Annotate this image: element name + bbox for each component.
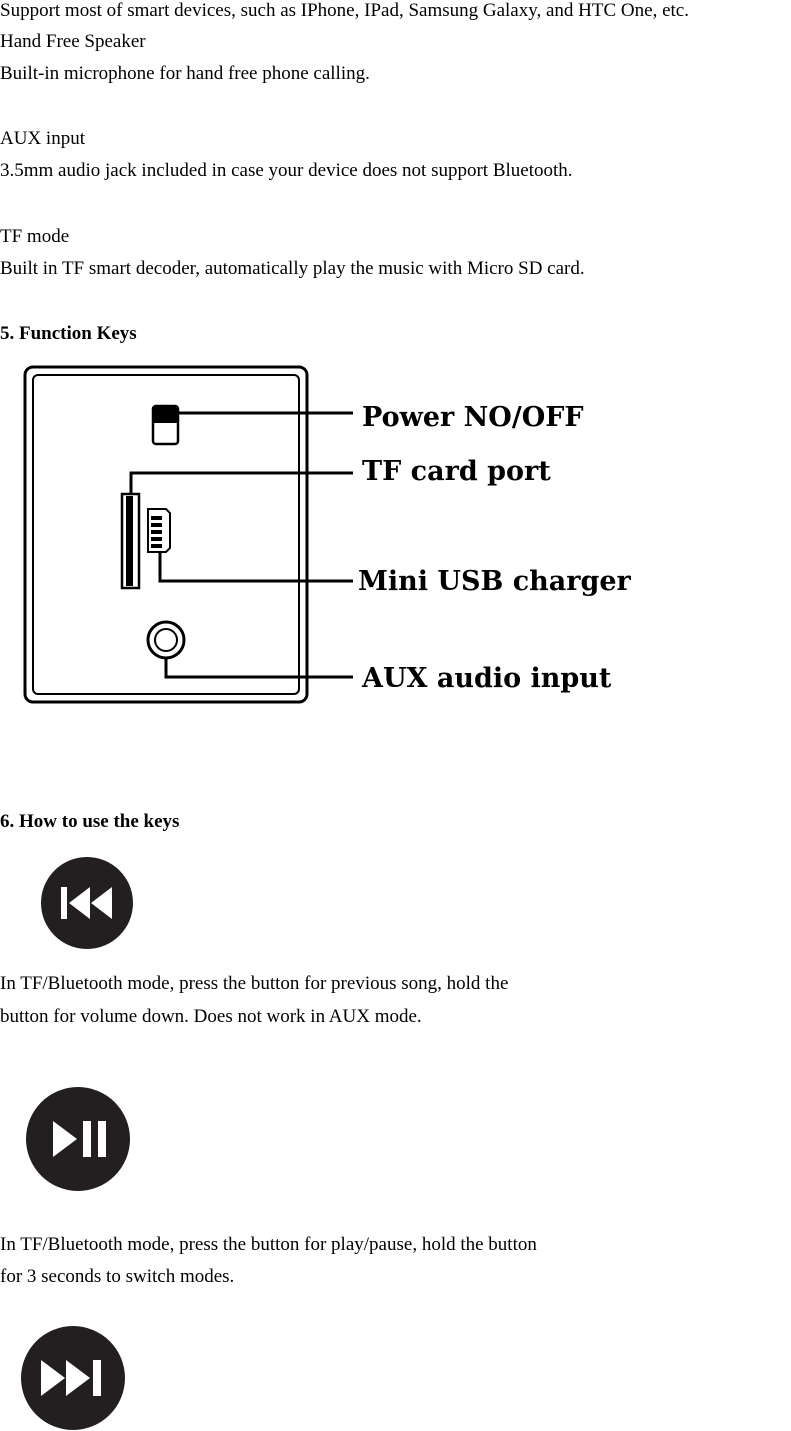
mini-usb-port-icon [147,508,171,553]
label-usb: Mini USB charger [358,566,632,597]
hands-free-text: Built-in microphone for hand free phone … [0,63,370,84]
tf-title: TF mode [0,226,70,247]
tf-text: Built in TF smart decoder, automatically… [0,258,585,279]
usb-leader-line [158,552,353,583]
panel-inner-frame [32,374,300,695]
support-text: Support most of smart devices, such as I… [0,0,689,21]
previous-key-text-1: In TF/Bluetooth mode, press the button f… [0,973,509,994]
label-aux: AUX audio input [361,663,612,694]
previous-key-text-2: button for volume down. Does not work in… [0,1006,422,1027]
play-pause-icon [26,1087,130,1191]
tf-card-slot-icon [120,492,141,590]
hands-free-title: Hand Free Speaker [0,31,146,52]
power-switch-icon [151,404,180,446]
label-tf-port: TF card port [362,456,551,487]
aux-jack-icon [146,620,186,660]
play-pause-key-text-2: for 3 seconds to switch modes. [0,1266,235,1287]
how-to-use-heading: 6. How to use the keys [0,811,180,832]
panel-outer-frame [23,365,309,704]
play-pause-key-text-1: In TF/Bluetooth mode, press the button f… [0,1234,537,1255]
aux-text: 3.5mm audio jack included in case your d… [0,160,573,181]
function-keys-heading: 5. Function Keys [0,323,137,344]
previous-track-icon [41,857,133,949]
tf-leader-line [129,471,353,494]
next-track-icon [21,1326,125,1430]
label-power: Power NO/OFF [362,402,584,433]
function-keys-diagram: Power NO/OFF TF card port Mini USB charg… [23,365,632,704]
aux-leader-line [164,658,353,679]
aux-title: AUX input [0,128,85,149]
